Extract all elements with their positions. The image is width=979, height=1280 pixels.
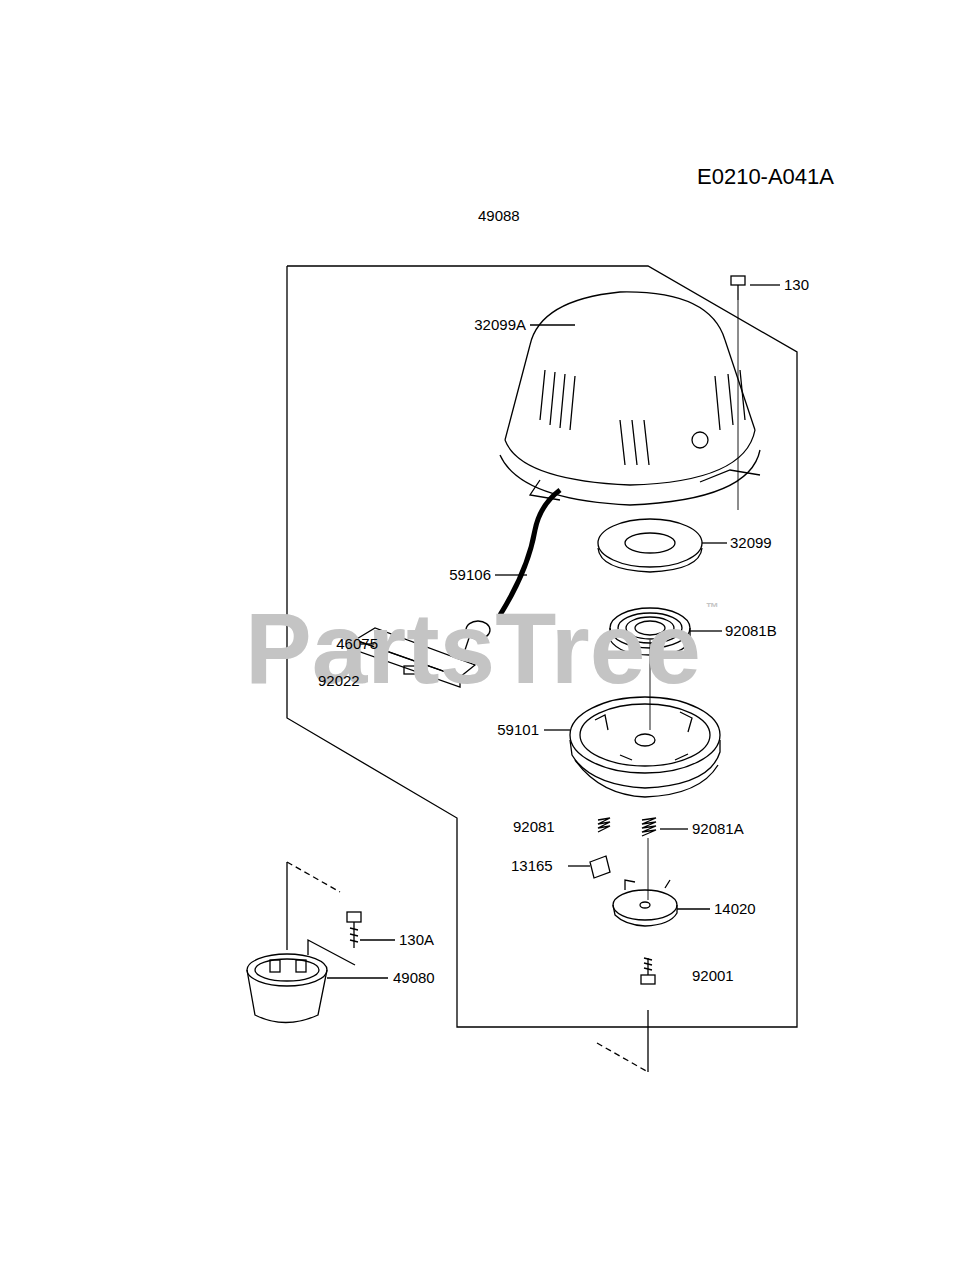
callout-number: 130A	[399, 931, 434, 949]
pawl-spring	[598, 818, 610, 832]
pawl	[590, 856, 610, 878]
drawing-code: E0210-A041A	[697, 164, 834, 190]
callout-number: 32099A	[474, 316, 526, 334]
cam-plate	[598, 519, 727, 572]
recoil-cover	[500, 292, 760, 505]
sub-frame	[286, 862, 287, 950]
callout-number: 59101	[497, 721, 539, 739]
leader-line	[660, 828, 688, 829]
leader-line	[568, 865, 590, 866]
callout-number: 49080	[393, 969, 435, 987]
callout-number: 92081A	[692, 820, 744, 838]
callout-number: 59106	[449, 566, 491, 584]
center-line	[647, 1010, 648, 1072]
watermark: ™	[706, 600, 719, 616]
callout-number: 32099	[730, 534, 772, 552]
bolt	[347, 912, 395, 948]
ratchet-spring	[642, 818, 656, 836]
sub-frame	[308, 940, 355, 965]
pulley-cup	[247, 954, 388, 1023]
callout-number: 92001	[692, 967, 734, 985]
bolt	[641, 958, 655, 984]
callout-number: 14020	[714, 900, 756, 918]
reel	[544, 697, 720, 797]
callout-number: 46075	[336, 635, 378, 653]
callout-number: 92081	[513, 818, 555, 836]
frame-dash	[597, 1043, 648, 1072]
callout-number: 130	[784, 276, 809, 294]
callout-number: 92022	[318, 672, 360, 690]
leader-line	[495, 574, 527, 575]
sub-frame-dash	[287, 862, 340, 892]
ratchet	[613, 880, 710, 926]
callout-number: 13165	[511, 857, 553, 875]
callout-number: 92081B	[725, 622, 777, 640]
watermark: PartsTree	[245, 588, 701, 708]
callout-number: 49088	[478, 207, 520, 225]
